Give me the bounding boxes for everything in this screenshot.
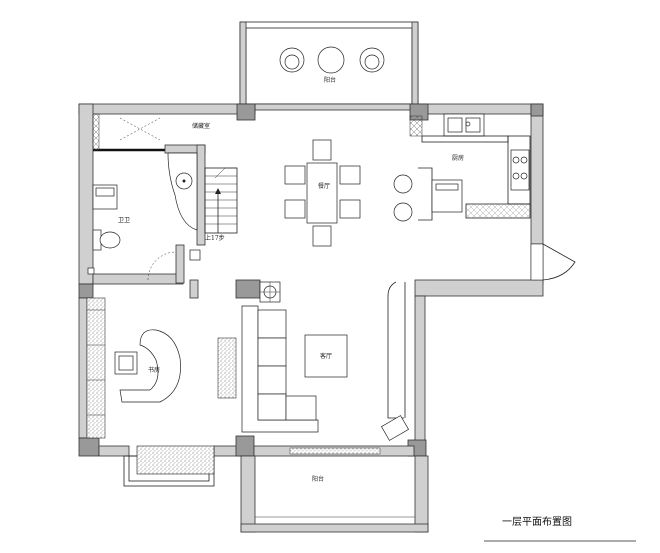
room-label-dining: 餐厅 bbox=[318, 182, 330, 190]
tv-cabinet-icon bbox=[380, 415, 410, 441]
planter bbox=[123, 445, 215, 487]
room-label-balcony-top: 阳台 bbox=[324, 76, 336, 84]
bathroom-area: 卫卫 bbox=[87, 113, 206, 299]
dining-table-icon bbox=[284, 139, 361, 247]
room-label-storage: 储藏室 bbox=[192, 122, 210, 130]
exterior-walls bbox=[78, 103, 544, 457]
bottom-balcony: 阳台 bbox=[240, 445, 429, 533]
top-balcony: 阳台 bbox=[239, 21, 419, 105]
room-label-balcony-bottom: 阳台 bbox=[312, 475, 324, 483]
armchair-icon bbox=[279, 47, 305, 73]
round-table-icon bbox=[317, 46, 345, 74]
room-label-study: 书房 bbox=[148, 366, 160, 374]
chair-icon bbox=[114, 351, 138, 375]
staircase: 上17步 bbox=[204, 167, 238, 242]
kitchen: 厨房 bbox=[393, 113, 576, 281]
toilet-icon bbox=[92, 229, 121, 251]
study: 书房 bbox=[86, 297, 181, 439]
armchair-icon bbox=[359, 47, 385, 73]
stair-note: 上17步 bbox=[205, 234, 225, 242]
bar-stool-icon bbox=[393, 174, 413, 222]
stove-icon bbox=[510, 149, 530, 191]
coffee-table-icon bbox=[304, 334, 348, 378]
bathtub-icon bbox=[92, 184, 118, 210]
drawing-title: 一层平面布置图 bbox=[502, 516, 572, 528]
sink-icon bbox=[447, 117, 481, 133]
sofa-icon bbox=[241, 305, 319, 433]
living-room: 客厅 bbox=[217, 281, 410, 441]
room-label-kitchen: 厨房 bbox=[452, 154, 464, 162]
room-label-bathroom: 卫卫 bbox=[118, 217, 130, 224]
room-label-living: 客厅 bbox=[320, 352, 332, 360]
desk-icon bbox=[119, 329, 181, 403]
washbasin-icon bbox=[175, 172, 193, 190]
